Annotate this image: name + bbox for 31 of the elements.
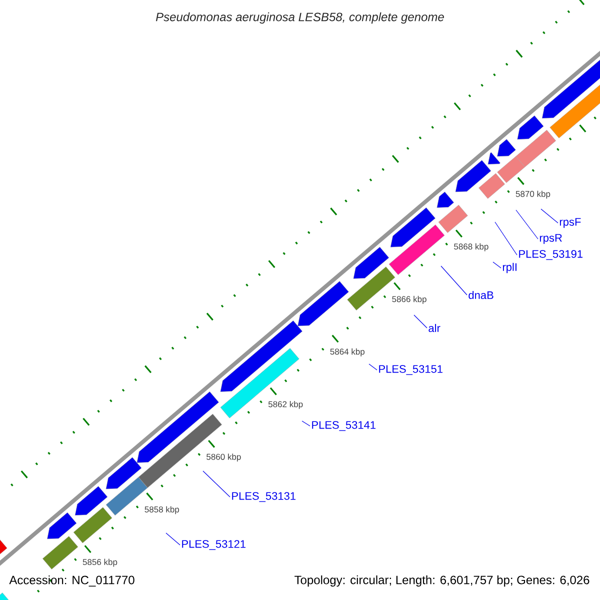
gene-label: PLES_53151	[379, 365, 442, 375]
leader-line	[302, 420, 310, 426]
scale-label: 5868 kbp	[454, 243, 488, 252]
info-text: Topology: circular; Length: 6,601,757 bp; Genes: 6,026	[294, 575, 590, 587]
gene-label: PLES_53121	[182, 540, 246, 550]
gene-label: PLES_53131	[232, 492, 296, 502]
gene-label: rplI	[502, 262, 516, 274]
scale-label: 5856 kbp	[82, 558, 118, 567]
scale-label: 5866 kbp	[392, 296, 426, 304]
scale-label: 5864 kbp	[330, 348, 365, 356]
leader-line	[492, 262, 502, 268]
gene-label: alr	[428, 324, 440, 332]
scale-label: 5870 kbp	[516, 190, 550, 199]
gene-label: PLES_53141	[312, 421, 376, 431]
gene-label: rpsR	[540, 234, 562, 244]
leader-line	[440, 266, 468, 296]
leader-line	[202, 470, 230, 498]
scale-label: 5862 kbp	[268, 401, 303, 409]
gene-label: dnaB	[468, 290, 494, 300]
scale-label: 5858 kbp	[144, 506, 179, 514]
gene-label: PLES_53191	[519, 250, 582, 260]
leader-line	[494, 222, 518, 256]
leader-line	[516, 210, 538, 240]
leader-line	[540, 208, 558, 224]
gene-label: rpsF	[560, 218, 581, 228]
scale-label: 5860 kbp	[206, 454, 241, 462]
leader-line	[368, 364, 378, 370]
leader-line	[166, 532, 180, 546]
title: Pseudomonas aeruginosa LESB58, complete genome	[156, 12, 444, 24]
info-text: Accession: NC_011770	[9, 575, 134, 587]
leader-line	[414, 314, 428, 328]
